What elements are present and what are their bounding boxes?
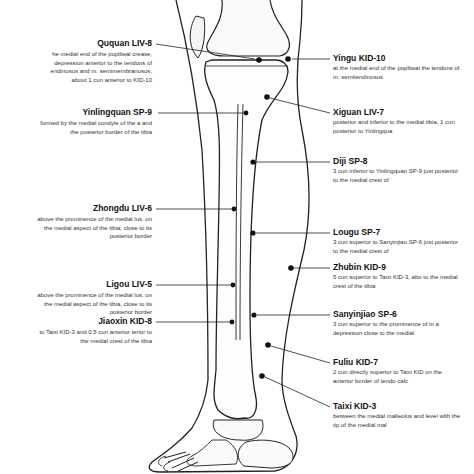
point-name: Ligou LIV-5 — [2, 279, 152, 290]
point-name: Diji SP-8 — [333, 156, 471, 167]
point-description: 3 cun superior to Sanyinjiao SP-6 just p… — [333, 238, 461, 255]
point-description: at the medial end of the popliteal the t… — [333, 64, 461, 81]
tibial-plateau — [206, 66, 288, 67]
point-name: Jiaoxin KID-8 — [2, 316, 152, 327]
navicular — [187, 440, 237, 466]
point-name: Taixi KID-3 — [333, 401, 471, 412]
point-name: Lougu SP-7 — [333, 227, 471, 238]
point-description: 5 cun superior to Taixi KID-3, abo to th… — [333, 273, 461, 290]
point-description: to Taixi KID-3 and 0.5 cun anterior teri… — [34, 328, 152, 345]
point-description: posterior and inferior to the medial tib… — [333, 118, 461, 135]
point-description: above the prominence of the medial lus, … — [34, 215, 152, 241]
point-description: 3 cun superior to the prominence of in a… — [333, 320, 461, 337]
point-description: between the medial malleolus and level w… — [333, 412, 461, 429]
acupoint-dots — [230, 56, 294, 379]
point-description: formed by the medial condyle of the a an… — [34, 119, 152, 136]
point-name: Zhubin KID-9 — [333, 262, 471, 273]
medial-crest — [240, 104, 243, 340]
point-description: above the prominence of the medial lus, … — [34, 291, 152, 317]
leader-lines — [156, 44, 330, 407]
medial-crest — [236, 104, 238, 340]
point-name: Sanyinjiao SP-6 — [333, 309, 471, 320]
metatarsals — [164, 452, 198, 471]
talus — [213, 420, 263, 440]
femur — [207, 0, 290, 56]
toes — [159, 456, 170, 471]
point-description: he medial end of the popliteal crease, d… — [34, 50, 152, 84]
point-description: 2 cun directly superior to Taixi KID on … — [333, 368, 461, 385]
point-name: Ququan LIV-8 — [2, 38, 152, 49]
calcaneus — [238, 440, 293, 468]
patella — [190, 16, 205, 58]
leg-outline — [149, 0, 309, 472]
point-name: Zhongdu LIV-6 — [2, 203, 152, 214]
point-name: Fuliu KID-7 — [333, 357, 471, 368]
point-name: Xiguan LIV-7 — [333, 107, 471, 118]
point-description: 3 cun inferior to Yinlingquan SP-9 just … — [333, 167, 461, 184]
tibia — [205, 60, 288, 419]
point-name: Yinlingquan SP-9 — [2, 107, 152, 118]
point-name: Yingu KID-10 — [333, 53, 471, 64]
